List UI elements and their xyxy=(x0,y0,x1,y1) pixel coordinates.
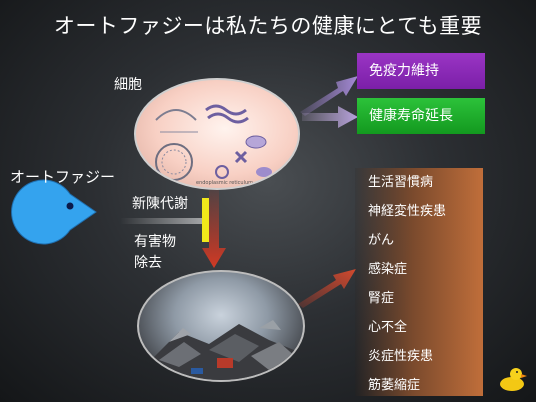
inhibition-symbol xyxy=(120,198,209,242)
benefit-immunity: 免疫力維持 xyxy=(357,53,485,89)
disease-item: 神経変性疾患 xyxy=(368,204,447,219)
cell-label: 細胞 xyxy=(114,77,142,93)
disease-item: 生活習慣病 xyxy=(368,175,434,190)
arrow-to-diseases xyxy=(298,269,356,308)
disease-bar xyxy=(355,168,483,396)
debris-icon xyxy=(140,320,303,380)
disease-item: がん xyxy=(368,233,395,248)
disease-item: 筋萎縮症 xyxy=(368,378,421,393)
harmful-label-line2: 除去 xyxy=(134,255,162,271)
arrow-to-immunity xyxy=(300,76,358,116)
svg-text:endoplasmic reticulum: endoplasmic reticulum xyxy=(196,180,253,186)
pacman-icon xyxy=(11,179,97,245)
cell-diagram-icon: endoplasmic reticulum xyxy=(155,104,272,186)
disease-item: 心不全 xyxy=(368,320,408,335)
disease-item: 感染症 xyxy=(368,262,408,277)
renewal-label: 新陳代謝 xyxy=(132,196,188,212)
cell-ellipse: endoplasmic reticulum xyxy=(134,78,300,190)
benefit-longevity: 健康寿命延長 xyxy=(357,98,485,134)
arrow-to-longevity xyxy=(302,106,358,128)
slide-title: オートファジーは私たちの健康にとても重要 xyxy=(53,14,483,38)
disease-item: 炎症性疾患 xyxy=(368,349,434,364)
autophagy-label: オートファジー xyxy=(10,168,116,186)
arrow-down-red xyxy=(202,188,226,268)
duck-icon xyxy=(500,368,527,391)
harmful-label-line1: 有害物 xyxy=(134,234,176,250)
debris-ellipse xyxy=(137,270,305,382)
disease-item: 腎症 xyxy=(368,291,395,306)
